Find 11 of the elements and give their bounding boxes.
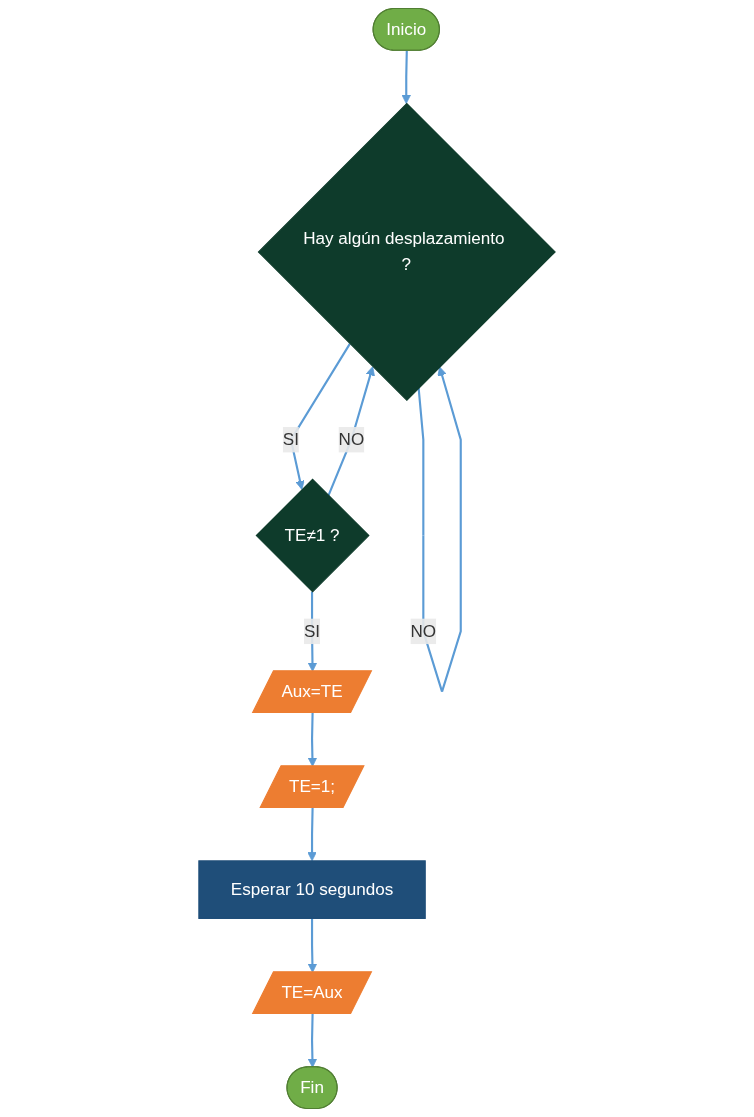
edge-label: NO [338, 430, 365, 449]
edge-label: NO [410, 621, 437, 640]
node-box: Esperar 10 segundos [198, 860, 426, 919]
edge-label: SI [303, 621, 321, 640]
node-diamond: TE≠1 ? [255, 478, 370, 593]
arrow [307, 807, 317, 862]
arrow [307, 1013, 318, 1068]
edge-label: SI [282, 430, 300, 449]
arrow [401, 50, 411, 104]
arrow [327, 366, 375, 497]
node-diamond: Hay algún desplazamiento ? [257, 102, 556, 402]
